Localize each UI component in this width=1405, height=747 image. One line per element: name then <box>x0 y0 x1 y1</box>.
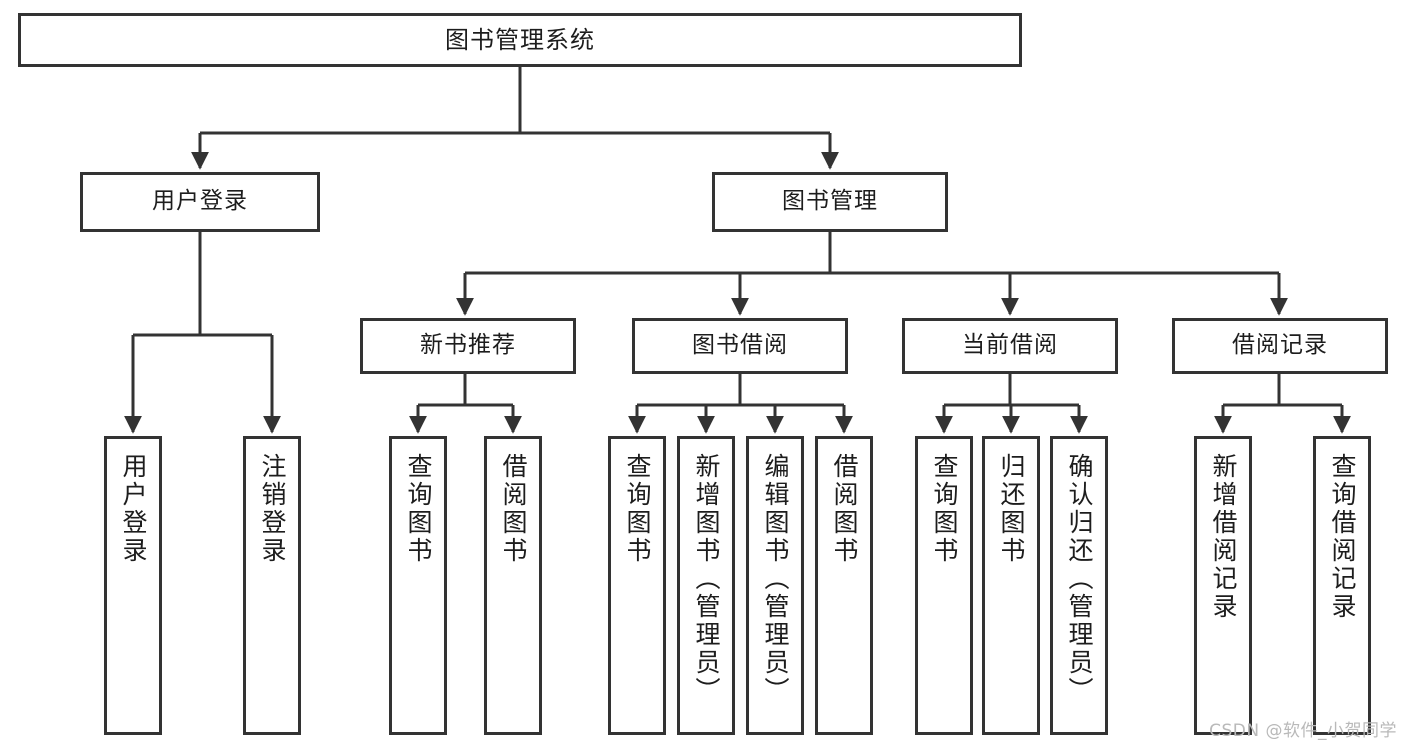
leaf-book-add[interactable]: 新增图书（管理员） <box>677 436 735 735</box>
node-new-book-recommend-label: 新书推荐 <box>420 332 516 359</box>
node-new-book-recommend[interactable]: 新书推荐 <box>360 318 576 374</box>
leaf-user-login-label: 用户登录 <box>119 453 148 565</box>
node-book-borrow[interactable]: 图书借阅 <box>632 318 848 374</box>
node-borrow-record[interactable]: 借阅记录 <box>1172 318 1388 374</box>
node-current-borrow[interactable]: 当前借阅 <box>902 318 1118 374</box>
leaf-book-return-label: 归还图书 <box>997 453 1026 565</box>
node-book-borrow-label: 图书借阅 <box>692 332 788 359</box>
leaf-new-book-borrow[interactable]: 借阅图书 <box>484 436 542 735</box>
leaf-confirm-return[interactable]: 确认归还（管理员） <box>1050 436 1108 735</box>
leaf-confirm-return-label: 确认归还（管理员） <box>1065 453 1094 705</box>
leaf-logout-label: 注销登录 <box>258 453 287 565</box>
leaf-new-book-query-label: 查询图书 <box>404 453 433 565</box>
leaf-book-edit[interactable]: 编辑图书（管理员） <box>746 436 804 735</box>
watermark: CSDN @软件_小贺同学 <box>1209 721 1397 741</box>
leaf-book-return[interactable]: 归还图书 <box>982 436 1040 735</box>
leaf-record-add[interactable]: 新增借阅记录 <box>1194 436 1252 735</box>
leaf-book-borrow-action-label: 借阅图书 <box>830 453 859 565</box>
leaf-user-login[interactable]: 用户登录 <box>104 436 162 735</box>
leaf-record-add-label: 新增借阅记录 <box>1209 453 1238 621</box>
leaf-book-edit-label: 编辑图书（管理员） <box>761 453 790 705</box>
node-borrow-record-label: 借阅记录 <box>1232 332 1328 359</box>
leaf-book-add-label: 新增图书（管理员） <box>692 453 721 705</box>
leaf-record-query[interactable]: 查询借阅记录 <box>1313 436 1371 735</box>
node-user-login-label: 用户登录 <box>152 188 248 215</box>
leaf-book-query-label: 查询图书 <box>623 453 652 565</box>
leaf-new-book-query[interactable]: 查询图书 <box>389 436 447 735</box>
node-book-manage-label: 图书管理 <box>782 188 878 215</box>
leaf-logout[interactable]: 注销登录 <box>243 436 301 735</box>
leaf-current-query[interactable]: 查询图书 <box>915 436 973 735</box>
leaf-record-query-label: 查询借阅记录 <box>1328 453 1357 621</box>
node-user-login[interactable]: 用户登录 <box>80 172 320 232</box>
leaf-book-borrow-action[interactable]: 借阅图书 <box>815 436 873 735</box>
node-current-borrow-label: 当前借阅 <box>962 332 1058 359</box>
leaf-current-query-label: 查询图书 <box>930 453 959 565</box>
node-root-label: 图书管理系统 <box>445 25 595 54</box>
node-root[interactable]: 图书管理系统 <box>18 13 1022 67</box>
leaf-new-book-borrow-label: 借阅图书 <box>499 453 528 565</box>
leaf-book-query[interactable]: 查询图书 <box>608 436 666 735</box>
node-book-manage[interactable]: 图书管理 <box>712 172 948 232</box>
